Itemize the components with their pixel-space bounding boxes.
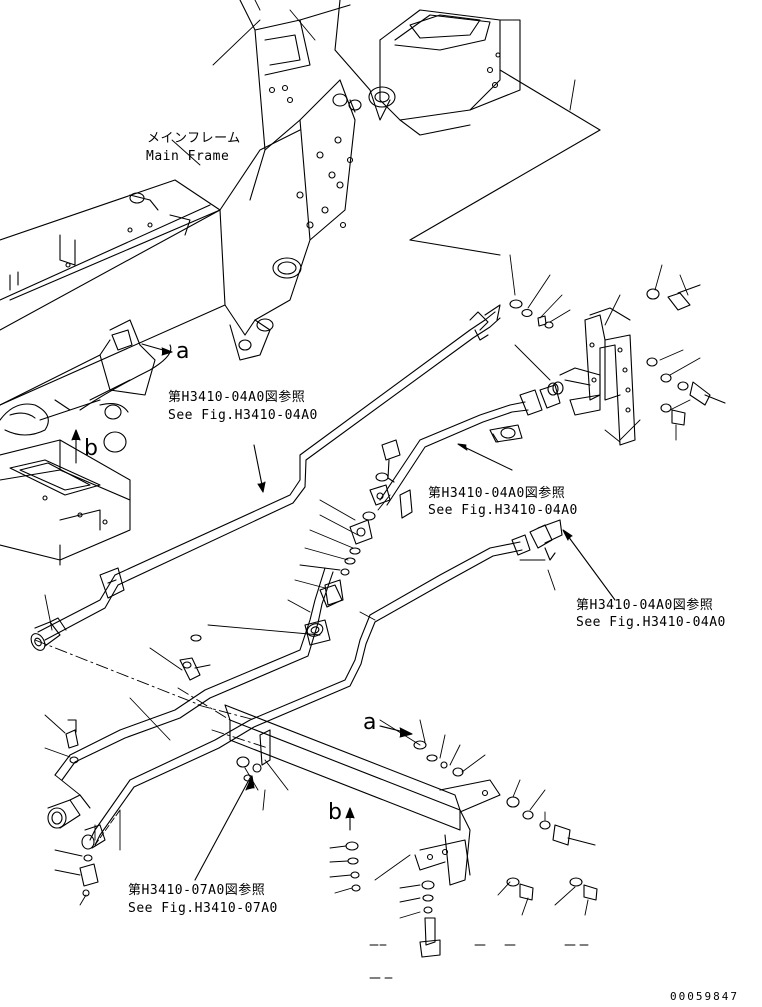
ref-label-b-en: See Fig.H3410-04A0 bbox=[428, 503, 578, 518]
view-letter-b-upper: b bbox=[84, 436, 98, 461]
main-frame-label-ja: メインフレーム bbox=[147, 131, 241, 146]
ref-label-a-ja: 第H3410-04A0図参照 bbox=[168, 390, 306, 405]
ref-label-a-en: See Fig.H3410-04A0 bbox=[168, 408, 318, 423]
main-frame-label-en: Main Frame bbox=[146, 149, 230, 164]
reference-arrows bbox=[71, 343, 616, 881]
ref-label-d-ja: 第H3410-07A0図参照 bbox=[128, 883, 266, 898]
ref-label-d-en: See Fig.H3410-07A0 bbox=[128, 901, 278, 916]
view-letter-a-lower: a bbox=[363, 710, 377, 735]
lower-left-parts bbox=[65, 634, 211, 897]
drawing-id: 00059847 bbox=[670, 990, 739, 1003]
center-fittings-stack bbox=[324, 439, 413, 606]
upper-long-tube bbox=[30, 304, 501, 651]
leader-lines bbox=[34, 0, 701, 979]
ref-label-b-ja: 第H3410-04A0図参照 bbox=[428, 486, 566, 501]
main-frame-illustration bbox=[0, 0, 521, 566]
ref-label-c-ja: 第H3410-04A0図参照 bbox=[576, 598, 714, 613]
ref-label-c-en: See Fig.H3410-04A0 bbox=[576, 615, 726, 630]
view-letter-a-upper: a bbox=[176, 339, 190, 364]
view-letter-b-lower: b bbox=[328, 800, 342, 825]
right-tube bbox=[81, 519, 563, 850]
reference-line bbox=[409, 129, 601, 241]
lower-bracket-assembly bbox=[224, 704, 598, 958]
middle-tube bbox=[47, 567, 343, 829]
upper-right-bracket bbox=[509, 284, 726, 446]
short-tube-upper-right bbox=[379, 382, 561, 506]
